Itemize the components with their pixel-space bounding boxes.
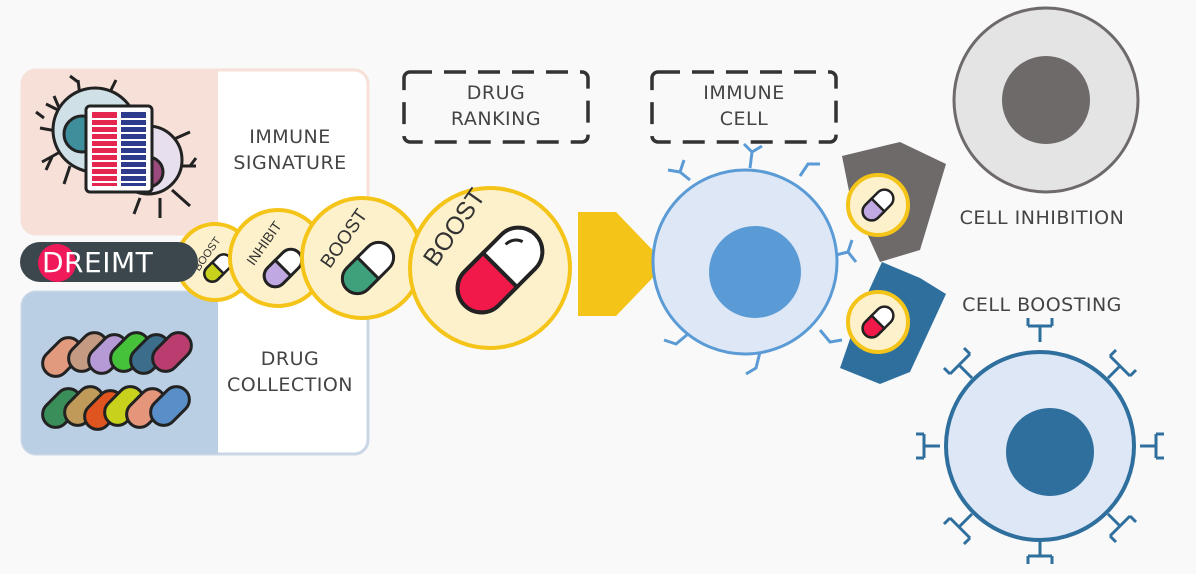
brand-part-2: EIMT — [84, 246, 154, 279]
drug-collection-label: DRUG COLLECTION — [226, 348, 354, 396]
cell-boosting-label: CELL BOOSTING — [962, 294, 1122, 316]
brand-logo: DREIMT — [42, 244, 153, 282]
immune-signature-label: IMMUNE SIGNATURE — [233, 126, 347, 174]
inhibit-drug-badge — [846, 173, 910, 237]
immune-cell-label: IMMUNE CELL — [703, 82, 785, 130]
drug-ranking-box — [402, 70, 590, 144]
flow-arrow — [578, 212, 666, 316]
boosted-cell-icon — [916, 318, 1164, 564]
immune-cell-icon — [651, 142, 858, 376]
brand-dot — [38, 244, 76, 282]
drug-badge-4 — [408, 186, 572, 350]
immune-cell-box — [650, 70, 838, 144]
signature-cells-icon — [35, 74, 198, 218]
cell-inhibition-label: CELL INHIBITION — [959, 207, 1125, 229]
drug-badge-3 — [300, 196, 424, 320]
drug-badge-2 — [228, 208, 328, 308]
drug-ranking-label: DRUG RANKING — [450, 82, 542, 130]
brand-part-1: DR — [42, 246, 85, 279]
inhibited-cell-icon — [952, 6, 1140, 194]
boost-drug-badge — [846, 290, 910, 354]
